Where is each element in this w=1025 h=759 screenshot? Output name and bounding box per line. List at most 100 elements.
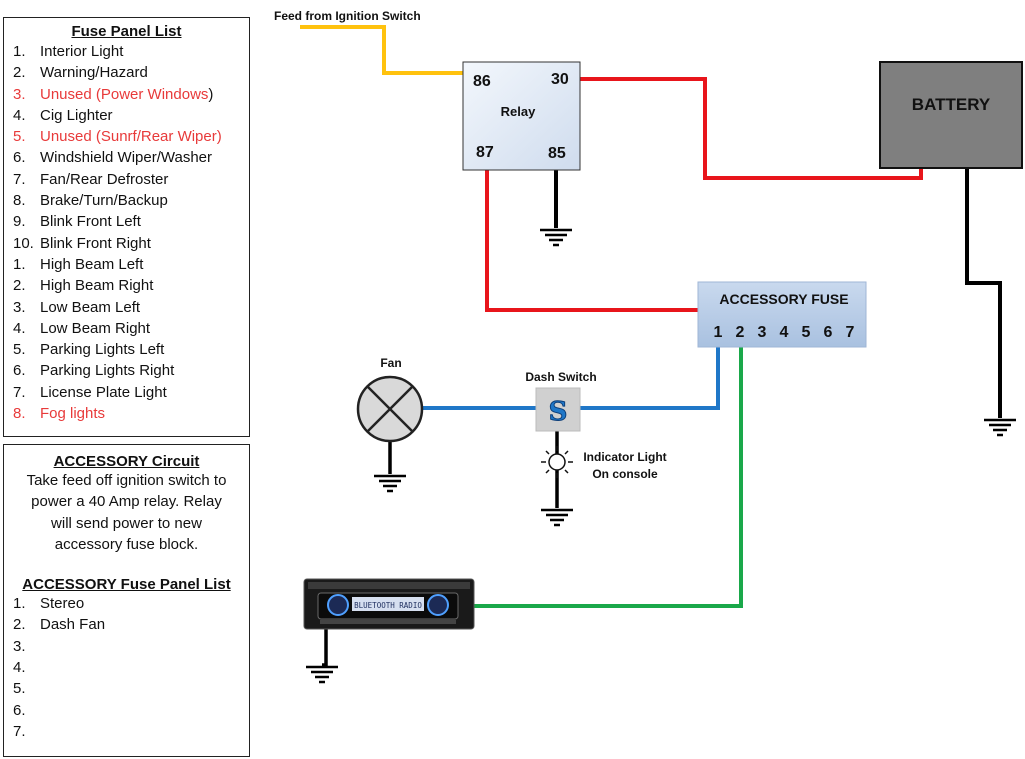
fuse-item-label: Unused (Sunrf/Rear Wiper) bbox=[40, 128, 222, 146]
accessory-fuse-item: 7. bbox=[4, 721, 249, 742]
fuse-item-number: 8. bbox=[13, 192, 26, 210]
fuse-item-number: 9. bbox=[13, 213, 26, 231]
fuse-panel-item: 6.Parking Lights Right bbox=[4, 360, 249, 381]
accessory-fuse-label: Stereo bbox=[40, 595, 85, 613]
fuse-panel-item: 2.Warning/Hazard bbox=[4, 62, 249, 83]
battery-power-wire bbox=[580, 77, 923, 180]
fuse-item-label: Parking Lights Left bbox=[40, 341, 165, 359]
indicator-light-icon bbox=[541, 446, 573, 478]
accessory-fuse-number: 6. bbox=[13, 701, 26, 719]
fuse-panel-items: 1. Interior Light 2.Warning/Hazard 3. Unused… bbox=[4, 41, 249, 424]
fuse-item-number: 5. bbox=[13, 341, 26, 359]
accessory-fuse-item: 1. Stereo bbox=[4, 593, 249, 614]
switch-icon bbox=[535, 387, 581, 432]
fuse-item-number: 6. bbox=[13, 149, 26, 167]
relay-pin-85: 85 bbox=[548, 145, 566, 162]
stereo-accessory-wire bbox=[474, 347, 743, 608]
fuse-item-number: 4. bbox=[13, 106, 26, 124]
description-line: Take feed off ignition switch to bbox=[26, 472, 227, 489]
accessory-fuse-item: 4. bbox=[4, 657, 249, 678]
accessory-circuit-panel: ACCESSORY Circuit Take feed off ignition… bbox=[3, 444, 250, 757]
indicator-light: Indicator Light On console bbox=[541, 446, 667, 481]
accessory-fuse-list: 1. Stereo 2. Dash Fan 3. 4. 5. 6. 7. bbox=[4, 593, 249, 742]
fuse-item-number: 8. bbox=[13, 405, 26, 423]
fuse-item-label: Parking Lights Right bbox=[40, 362, 175, 380]
relay-ground-icon bbox=[538, 228, 574, 247]
accessory-fuse-item: 6. bbox=[4, 700, 249, 721]
fuse-panel-item: 8. Brake/Turn/Backup bbox=[4, 190, 249, 211]
fuse-item-label: Fog lights bbox=[40, 405, 106, 423]
fuse-panel-item: 9. Blink Front Left bbox=[4, 211, 249, 232]
accessory-fuse-number: 2. bbox=[13, 616, 26, 634]
fuse-item-label: Cig Lighter bbox=[40, 106, 113, 124]
indicator-label-line-1: Indicator Light bbox=[583, 450, 666, 464]
fuse-panel-item: 1. Interior Light bbox=[4, 41, 249, 62]
fuse-item-label: Brake/Turn/Backup bbox=[40, 192, 168, 210]
fuse-item-number: 3. bbox=[13, 85, 26, 103]
fuse-panel-list: Fuse Panel List 1. Interior Light 2.Warnin… bbox=[3, 17, 250, 437]
accessory-fuse-item: 5. bbox=[4, 678, 249, 699]
description-line: power a 40 Amp relay. Relay bbox=[31, 493, 222, 511]
fuse-panel-title: Fuse Panel List bbox=[71, 23, 182, 40]
feed-label: Feed from Ignition Switch bbox=[274, 9, 421, 23]
fuse-item-number: 3. bbox=[13, 298, 26, 316]
fuse-panel-item: 4. Cig Lighter bbox=[4, 105, 249, 126]
accessory-fuse-item: 3. bbox=[4, 636, 249, 657]
accessory-fuse-number: 5. bbox=[13, 680, 26, 698]
fuse-panel-item: 10. Blink Front Right bbox=[4, 233, 249, 254]
fan-ground-icon bbox=[372, 474, 408, 493]
fuse-item-number: 5. bbox=[13, 128, 26, 146]
fuse-item-label: Low Beam Right bbox=[40, 319, 151, 337]
indicator-label-line-2: On console bbox=[592, 467, 658, 481]
fuse-panel-item: 3.Low Beam Left bbox=[4, 297, 249, 318]
ignition-feed-wire bbox=[300, 25, 465, 75]
fuse-item-label: Interior Light bbox=[40, 43, 124, 60]
fuse-panel-item: 5. Parking Lights Left bbox=[4, 339, 249, 360]
fuse-item-number: 7. bbox=[13, 383, 26, 401]
fuse-slot-2: 2 bbox=[736, 324, 745, 341]
accessory-fuse-item: 2. Dash Fan bbox=[4, 614, 249, 635]
fan: Fan bbox=[356, 356, 424, 443]
fuse-panel-item: 1.High Beam Left bbox=[4, 254, 249, 275]
fuse-item-number: 1. bbox=[13, 255, 26, 273]
fuse-item-number: 10. bbox=[13, 234, 34, 252]
fuse-item-number: 1. bbox=[13, 43, 26, 60]
battery-ground-icon bbox=[982, 418, 1018, 437]
fuse-item-suffix: ) bbox=[208, 85, 214, 103]
fuse-panel-item: 6.Windshield Wiper/Washer bbox=[4, 147, 249, 168]
accessory-fuse-label: ACCESSORY FUSE bbox=[719, 291, 848, 307]
accessory-fuse-number: 1. bbox=[13, 595, 26, 613]
battery: BATTERY bbox=[879, 61, 1023, 169]
fuse-item-label: Unused (Power Windows bbox=[40, 85, 209, 103]
battery-ground-wire bbox=[965, 168, 1002, 418]
stereo-right-knob bbox=[427, 594, 449, 616]
dash-switch-label: Dash Switch bbox=[525, 370, 596, 384]
stereo: BLUETOOTH RADIO bbox=[303, 578, 475, 630]
fuse-panel-item: 7.License Plate Light bbox=[4, 382, 249, 403]
description-line: accessory fuse block. bbox=[54, 535, 199, 553]
stereo-ground-icon bbox=[304, 665, 340, 684]
fuse-item-label: Blink Front Left bbox=[40, 213, 141, 231]
stereo-left-knob bbox=[327, 594, 349, 616]
switch-glyph: S bbox=[549, 397, 568, 427]
fan-label: Fan bbox=[380, 356, 401, 370]
relay-label: Relay bbox=[501, 104, 536, 119]
relay-output-wire bbox=[485, 168, 698, 312]
fuse-item-number: 4. bbox=[13, 319, 26, 337]
fuse-item-label: Blink Front Right bbox=[40, 234, 151, 252]
fuse-panel-item: 8. Fog lights bbox=[4, 403, 249, 424]
accessory-circuit-title: ACCESSORY Circuit bbox=[53, 453, 200, 470]
fuse-panel-item: 5. Unused (Sunrf/Rear Wiper) bbox=[4, 126, 249, 147]
fuse-slot-6: 6 bbox=[824, 324, 833, 341]
fuse-item-number: 2. bbox=[13, 64, 26, 82]
relay: 86 30 Relay 87 85 bbox=[462, 61, 581, 171]
accessory-fuse-number: 4. bbox=[13, 659, 26, 677]
dash-switch: Dash Switch S bbox=[525, 370, 597, 432]
stereo-display bbox=[352, 597, 424, 611]
accessory-circuit-description: Take feed off ignition switch to power a … bbox=[4, 470, 249, 555]
accessory-fuse-label: Dash Fan bbox=[40, 616, 106, 634]
description-line: will send power to new bbox=[51, 514, 202, 532]
fuse-item-number: 2. bbox=[13, 277, 26, 295]
